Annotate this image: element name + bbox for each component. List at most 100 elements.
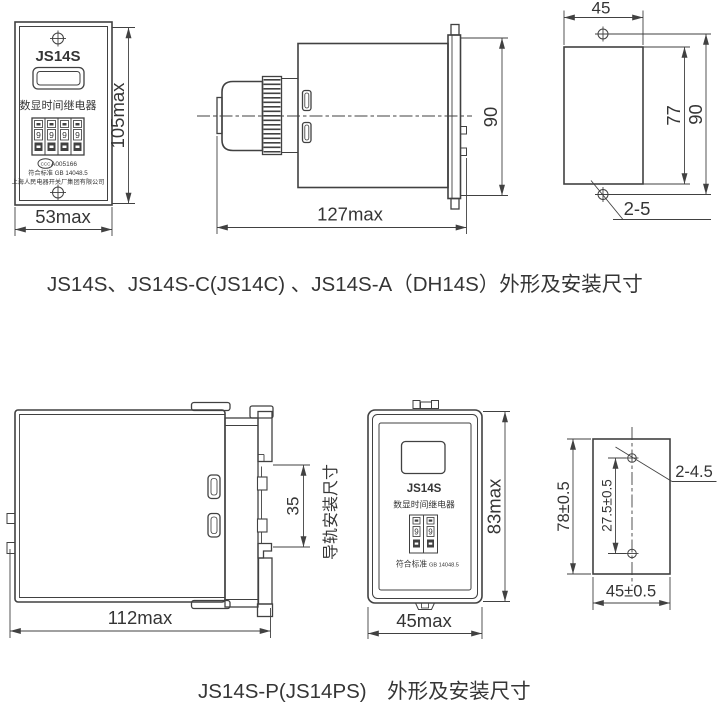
body-slot: [207, 512, 221, 538]
dimension-height-78: 78±0.5: [555, 438, 591, 575]
js14sp-mounting-view: 78±0.5 27.5±0.5 45±0.5 2-4.5: [555, 427, 717, 610]
ccc-mark-icon: CCC: [37, 158, 54, 169]
panel-cutout: [563, 46, 644, 185]
display-window: [400, 440, 446, 475]
bottom-clip: [414, 602, 436, 610]
case-inner-line: [19, 414, 225, 598]
rail-note-label: 导轨安装尺寸: [322, 464, 340, 560]
dimension-width-45: 45±0.5: [592, 577, 671, 610]
svg-text:CCC: CCC: [41, 162, 51, 167]
terminal-pin: [460, 147, 467, 156]
standard-label: 符合标准: [396, 559, 427, 569]
js14sp-side-view: 35 导轨安装尺寸 112max: [6, 401, 340, 638]
front-outer-case: [14, 21, 113, 206]
dim-label: 78±0.5: [555, 481, 573, 531]
terminal-block: [224, 417, 259, 608]
dim-label: 45: [592, 0, 611, 18]
dim-label: 83max: [484, 478, 505, 534]
model-label: JS14S: [35, 48, 80, 65]
dimension-length-112: 112max: [9, 549, 271, 638]
case-outline: [14, 409, 226, 603]
digit-cell: 9: [36, 130, 41, 140]
standard-label: 符合标准 GB 14048.5: [28, 169, 88, 177]
top-tab: [420, 401, 432, 409]
rail-foot: [256, 603, 274, 618]
product-name-label: 数显时间继电器: [393, 499, 455, 510]
terminal-pin: [460, 126, 467, 135]
digit-cell: 9: [428, 528, 433, 537]
holes-label: 2-5: [624, 198, 651, 219]
top-tab: [412, 400, 421, 409]
dim-label: 35: [284, 497, 303, 516]
dim-label: 77: [663, 105, 684, 126]
knurled-knob: [261, 75, 283, 156]
dim-label: 105max: [107, 82, 128, 149]
js14s-side-view: 90 127max: [197, 23, 508, 234]
mounting-hole-icon: [625, 453, 639, 463]
dimension-width-53: 53max: [14, 206, 113, 236]
dim-label: 45max: [396, 610, 452, 631]
front-inner-panel: [19, 26, 108, 201]
dimension-height-83: 83max: [483, 411, 510, 602]
digit-cell: 9: [75, 130, 80, 140]
relay-body: [297, 42, 449, 189]
top-caption: JS14S、JS14S-C(JS14C) 、JS14S-A（DH14S）外形及安…: [47, 273, 643, 296]
holes-label: 2-4.5: [675, 463, 713, 481]
flange-tab: [450, 197, 460, 210]
dim-label: 127max: [317, 204, 384, 225]
js14s-front-view: JS14S 数显时间继电器 9 9 9: [12, 21, 135, 236]
flange-tab: [450, 23, 460, 36]
dim-label: 45±0.5: [606, 583, 656, 601]
screw-hole-icon: [50, 184, 66, 201]
dimension-rail-35: 35: [273, 464, 310, 548]
holes-callout: 2-5: [590, 180, 711, 220]
top-clip: [249, 405, 274, 419]
body-slot: [301, 89, 312, 112]
dimension-height-77: 77: [643, 46, 690, 185]
bottom-caption: JS14S-P(JS14PS) 外形及安装尺寸: [198, 680, 531, 703]
dim-label: 90: [685, 104, 706, 125]
dimension-hole-pitch: 27.5±0.5: [600, 457, 626, 554]
screw-hole-icon: [50, 30, 66, 47]
digit-cell: 9: [414, 528, 419, 537]
dim-label: 90: [480, 107, 501, 128]
bottom-clip: [190, 599, 231, 610]
dimension-length-127: 127max: [216, 136, 467, 234]
display-window: [32, 66, 85, 90]
dimension-height-90: 90: [461, 37, 508, 196]
holes-callout: 2-4.5: [615, 446, 717, 482]
dim-label: 112max: [108, 607, 173, 628]
js14sp-front-view: JS14S 数显时间继电器 9 9 符合标准 GB 14048.5: [367, 400, 510, 639]
cert-number: A005166: [51, 161, 77, 168]
front-pin: [6, 542, 16, 554]
top-clip: [190, 401, 231, 412]
standard-code: GB 14048.5: [429, 563, 459, 569]
body-slot: [301, 121, 312, 144]
front-inner-panel: [378, 422, 472, 591]
screw-hole-icon: [595, 26, 711, 42]
mounting-flange: [447, 34, 462, 200]
dim-label: 27.5±0.5: [600, 479, 615, 531]
panel-cutout: [592, 438, 671, 575]
model-label: JS14S: [407, 483, 442, 495]
product-name-label: 数显时间继电器: [20, 99, 97, 112]
dimension-height-105: 105max: [107, 27, 135, 204]
js14s-mounting-view: 45 77 90 2-5: [563, 0, 711, 220]
dim-label: 53max: [35, 206, 91, 227]
top-tab: [431, 400, 439, 409]
dimension-pitch-90: 90: [685, 34, 709, 195]
dimension-width-45max: 45max: [367, 607, 483, 639]
body-slot: [207, 474, 221, 500]
thumbwheel-switch: 9 9 9 9: [31, 117, 85, 156]
din-rail-mount: [256, 410, 274, 618]
digit-cell: 9: [62, 130, 67, 140]
digit-cell: 9: [49, 130, 54, 140]
manufacturer-label: 上海人民电器开关厂集团有限公司: [12, 178, 105, 186]
screw-hole-icon: [595, 187, 711, 202]
front-mid-line: [372, 414, 478, 599]
mounting-hole-icon: [625, 548, 639, 559]
knob-head: [221, 80, 264, 152]
front-pin: [6, 513, 16, 524]
